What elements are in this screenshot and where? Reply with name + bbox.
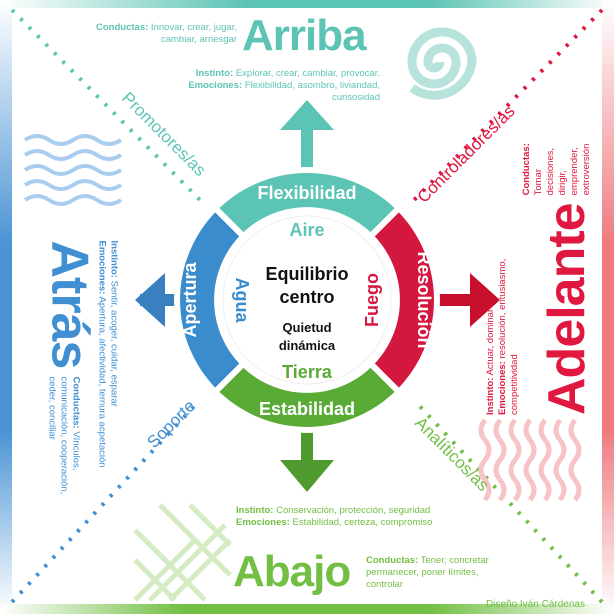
atras-block: Instinto: Sentir, acoger, cuidar, espara… — [5, 241, 120, 511]
center-title-2: centro — [279, 287, 334, 307]
center-title-1: Equilibrio — [266, 264, 349, 284]
arrow-down — [280, 420, 334, 492]
adelante-conductas: Conductas: Tomar decisiones, dirigir, em… — [521, 143, 592, 196]
ring-label-right: Resolución — [414, 251, 434, 348]
element-fuego: Fuego — [362, 273, 382, 327]
arriba-title: Arriba — [242, 11, 367, 60]
adelante-title: Adelante — [538, 203, 596, 415]
adelante-instinto-emociones: Instinto: Actuar, dominar Emociones: res… — [485, 258, 520, 415]
waves-icon — [23, 134, 123, 206]
fire-waves-icon — [478, 418, 582, 502]
earth-hatch-icon — [133, 503, 232, 602]
ring-label-left: Apertura — [180, 262, 200, 338]
abajo-title: Abajo — [233, 547, 351, 596]
center-sub-1: Quietud — [282, 320, 331, 335]
ring-segment-left — [174, 203, 248, 397]
atras-title: Atrás — [40, 240, 99, 369]
adelante-block: Instinto: Actuar, dominar Emociones: res… — [485, 135, 605, 415]
ring-label-top: Flexibilidad — [257, 183, 356, 203]
abajo-conductas: Conductas: Tener, concretar permanecer, … — [366, 555, 489, 590]
bottom-border — [0, 604, 614, 614]
diagonal-dotted-lines — [10, 8, 604, 604]
top-border — [0, 0, 614, 8]
arriba-instinto-emociones: Instinto: Explorar, crear, cambiar, prov… — [188, 68, 380, 103]
left-border — [0, 0, 12, 614]
spiral-icon — [407, 27, 477, 100]
diagonal-label-soporte: Soporte — [143, 396, 199, 452]
abajo-instinto-emociones: Instinto: Conservación, protección, segu… — [236, 505, 433, 528]
element-tierra: Tierra — [282, 362, 333, 382]
right-border — [602, 0, 614, 614]
element-agua: Agua — [232, 278, 252, 324]
atras-instinto-emociones: Instinto: Sentir, acoger, cuidar, espara… — [96, 240, 120, 468]
ring — [174, 167, 440, 433]
arrow-up — [280, 100, 334, 180]
center-sub-2: dinámica — [279, 338, 336, 353]
credit: Diseño Iván Cárdenas — [486, 599, 585, 610]
element-aire: Aire — [289, 220, 324, 240]
arrow-right — [430, 273, 500, 327]
ring-label-bottom: Estabilidad — [259, 399, 355, 419]
atras-conductas: Conductas: Vínculos, comunicación, coope… — [46, 376, 82, 495]
arriba-conductas: Conductas: Innovar, crear, jugar, cambia… — [96, 22, 237, 45]
